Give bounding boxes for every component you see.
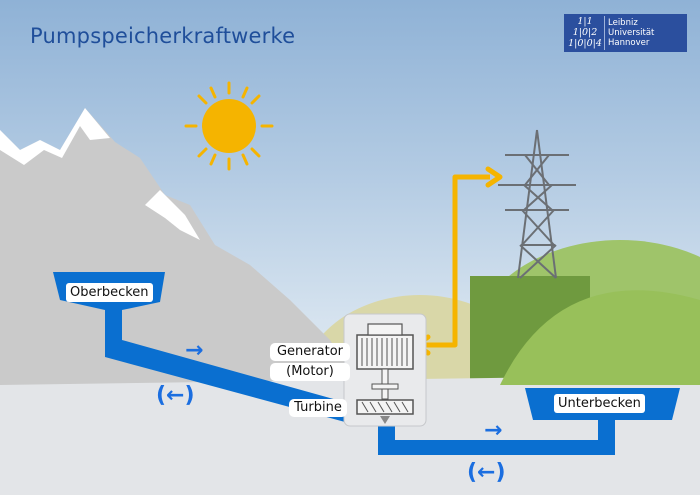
lower-reservoir-label: Unterbecken (554, 394, 645, 413)
flow-arrow-down-forward: → (185, 338, 204, 363)
hill-front (500, 290, 700, 385)
generator-icon (356, 323, 414, 400)
mountain (0, 108, 360, 385)
sun-icon (184, 81, 274, 171)
upper-reservoir-label: Oberbecken (66, 283, 153, 302)
page-title: Pumpspeicherkraftwerke (30, 24, 296, 48)
generator-label: Generator (270, 343, 350, 361)
power-pylon-icon (498, 129, 576, 279)
logo-mark: 1|1 1|0|2 1|0|0|4 (568, 16, 605, 50)
logo-line-1: Leibniz (608, 18, 638, 28)
turbine-label: Turbine (289, 399, 347, 417)
logo-mark-line-2: 1|0|2 (572, 27, 598, 38)
logo-line-3: Hannover (608, 38, 650, 48)
mountain-snow-right (145, 190, 200, 240)
flow-arrow-up-backward: (←) (156, 383, 195, 408)
flow-arrow-lower-backward: (←) (467, 460, 506, 485)
university-logo: 1|1 1|0|2 1|0|0|4 Leibniz Universität Ha… (564, 14, 687, 52)
power-line (418, 174, 490, 348)
logo-mark-line-3: 1|0|0|4 (568, 38, 602, 49)
mountain-snow-left (0, 108, 110, 165)
logo-line-2: Universität (608, 28, 655, 38)
power-arrow-right (485, 166, 503, 188)
logo-mark-line-1: 1|1 (577, 16, 593, 27)
turbine-icon (356, 399, 414, 424)
ground (0, 375, 700, 495)
motor-label: (Motor) (270, 363, 350, 381)
flow-arrow-lower-forward: → (484, 418, 503, 443)
